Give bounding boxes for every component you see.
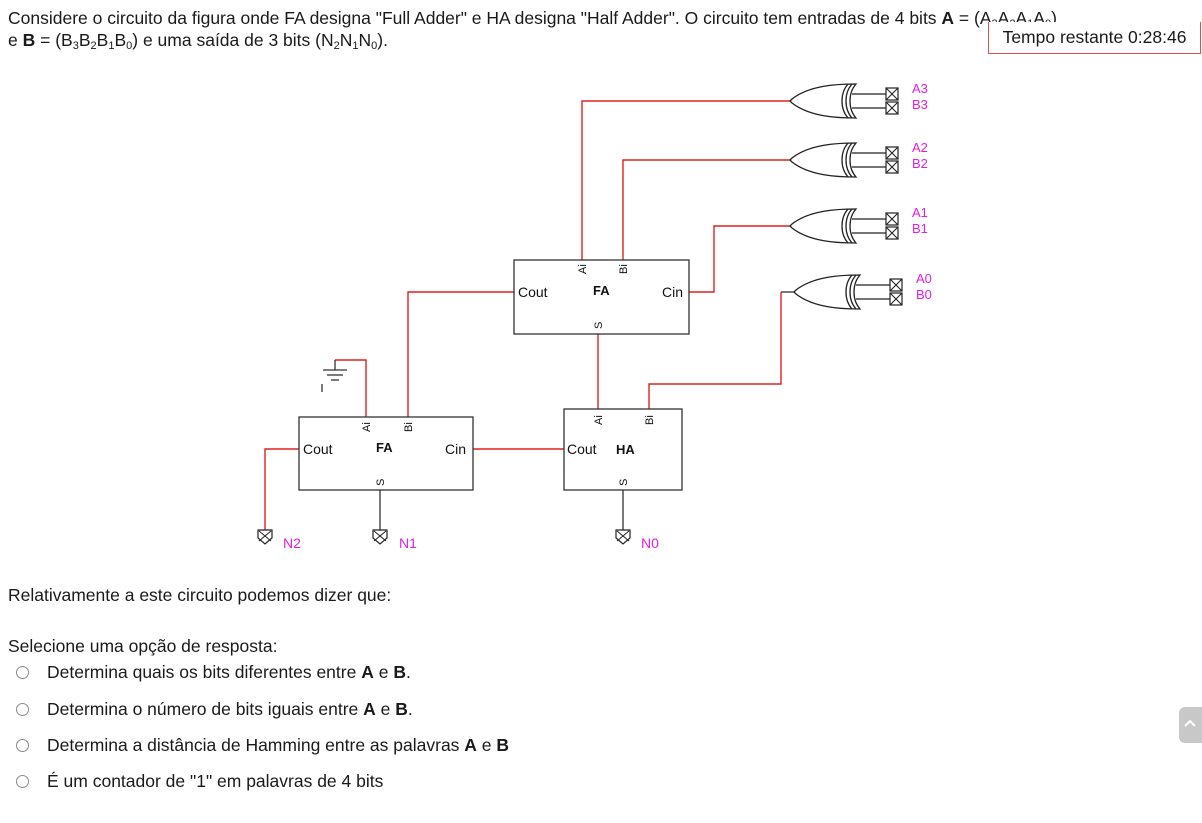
svg-text:Cout: Cout <box>567 441 597 457</box>
xor-gate-3 <box>789 83 899 119</box>
svg-text:Ai: Ai <box>577 264 589 274</box>
question-line-2: e B = (B3B2B1B0) e uma saída de 3 bits (… <box>8 30 388 52</box>
svg-text:Ai: Ai <box>361 422 373 432</box>
svg-text:S: S <box>375 479 387 486</box>
input-a3: A3 <box>912 81 928 96</box>
chevron-up-icon <box>1184 719 1196 727</box>
svg-text:Ai: Ai <box>593 415 605 425</box>
radio-button[interactable] <box>16 775 29 788</box>
svg-text:S: S <box>618 479 630 486</box>
answer-option-2[interactable]: Determina o número de bits iguais entre … <box>16 699 413 720</box>
output-pin-n0 <box>615 529 631 545</box>
output-n0: N0 <box>641 535 659 551</box>
svg-text:Cin: Cin <box>445 441 466 457</box>
svg-text:Cout: Cout <box>518 284 548 300</box>
half-adder: Cout HA Ai Bi S <box>563 408 683 491</box>
output-n1: N1 <box>399 535 417 551</box>
option-text: Determina quais os bits diferentes entre… <box>47 662 411 682</box>
time-remaining: Tempo restante 0:28:46 <box>988 22 1201 54</box>
svg-text:Cout: Cout <box>303 441 333 457</box>
radio-button[interactable] <box>16 666 29 679</box>
select-option-label: Selecione uma opção de resposta: <box>8 636 278 656</box>
input-b2: B2 <box>912 156 928 171</box>
answer-option-1[interactable]: Determina quais os bits diferentes entre… <box>16 662 411 683</box>
svg-text:Bi: Bi <box>403 422 415 432</box>
option-text: Determina a distância de Hamming entre a… <box>47 735 510 755</box>
radio-button[interactable] <box>16 739 29 752</box>
option-text: É um contador de "1" em palavras de 4 bi… <box>47 771 384 791</box>
xor-gate-1 <box>789 208 899 244</box>
svg-text:Cin: Cin <box>662 284 683 300</box>
var-b: B <box>22 30 36 50</box>
full-adder-top: Cout FA Cin Ai Bi S <box>513 259 690 335</box>
input-b3: B3 <box>912 97 928 112</box>
var-a: A <box>941 8 955 28</box>
output-pin-n1 <box>372 529 388 545</box>
circuit-diagram: A3 B3 A2 B2 A1 B1 A0 B0 Cout FA Cin Ai B… <box>257 81 932 551</box>
answer-option-3[interactable]: Determina a distância de Hamming entre a… <box>16 735 509 756</box>
input-b0: B0 <box>916 287 932 302</box>
scroll-to-top-button[interactable] <box>1179 707 1202 743</box>
output-n2: N2 <box>283 535 301 551</box>
option-text: Determina o número de bits iguais entre … <box>47 699 413 719</box>
xor-gate-2 <box>789 142 899 178</box>
svg-text:S: S <box>593 322 605 329</box>
wires-dark <box>379 291 794 530</box>
wires-red <box>264 100 790 530</box>
xor-gate-0 <box>793 274 903 310</box>
svg-text:FA: FA <box>593 283 610 298</box>
ground-icon <box>321 360 347 392</box>
svg-text:HA: HA <box>616 442 635 457</box>
svg-text:Bi: Bi <box>644 415 656 425</box>
answer-option-4[interactable]: É um contador de "1" em palavras de 4 bi… <box>16 771 383 792</box>
input-a0: A0 <box>916 271 932 286</box>
input-a2: A2 <box>912 140 928 155</box>
radio-button[interactable] <box>16 703 29 716</box>
svg-text:FA: FA <box>376 440 393 455</box>
input-a1: A1 <box>912 205 928 220</box>
input-b1: B1 <box>912 221 928 236</box>
svg-text:Bi: Bi <box>618 264 630 274</box>
question-prompt: Relativamente a este circuito podemos di… <box>8 585 392 605</box>
full-adder-bottom: Cout FA Cin Ai Bi S <box>298 416 474 491</box>
output-pin-n2 <box>257 529 273 545</box>
